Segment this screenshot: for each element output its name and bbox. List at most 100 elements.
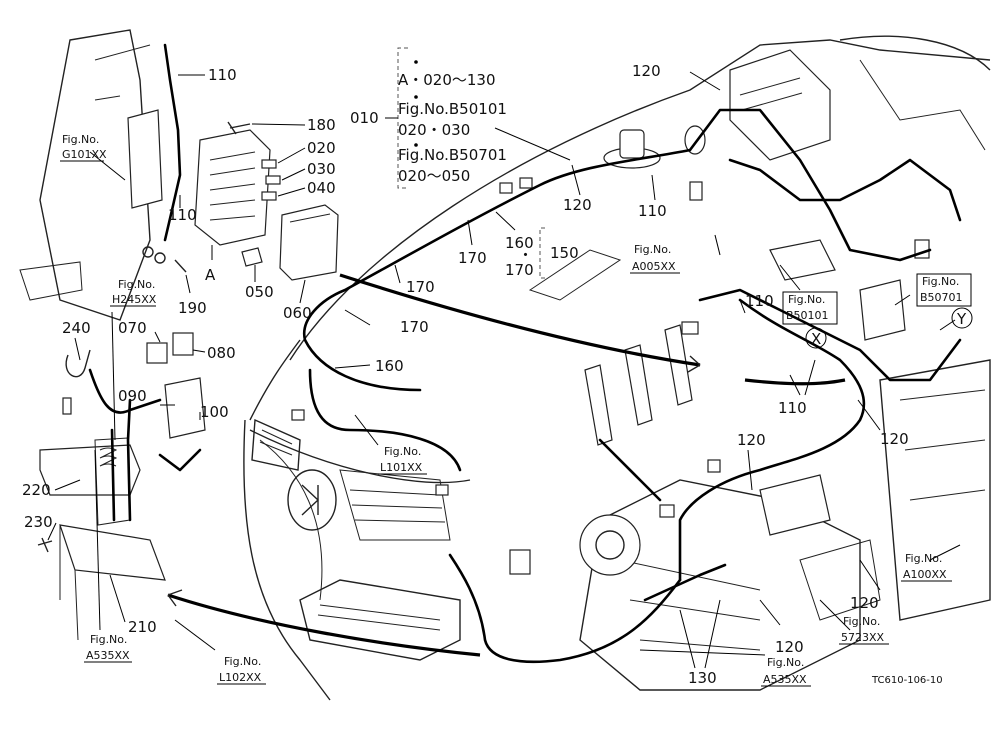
figref-5723-line1: Fig.No. (843, 615, 880, 628)
ground-terminal-2 (154, 252, 166, 264)
figref-g101-line1: Fig.No. (62, 133, 99, 146)
marker-x-circle (805, 327, 827, 349)
leader-120e (859, 559, 881, 591)
figref-a005-line1: Fig.No. (634, 243, 671, 256)
engine-block (579, 479, 861, 691)
drawing-code: TC610-106-10 (871, 675, 943, 686)
starter-motor (759, 474, 831, 536)
left-frame-lines (94, 44, 151, 101)
components (37, 49, 930, 641)
headlight-left (251, 418, 301, 471)
callout-arrows (167, 273, 846, 657)
label-170-d: 170 (400, 318, 429, 336)
label-050: 050 (245, 283, 274, 301)
leader-b50101 (779, 264, 801, 291)
figref-a100-line2: A100XX (903, 568, 947, 581)
figref-l101: Fig.No. L101XX (378, 445, 427, 475)
label-230: 230 (24, 513, 53, 531)
label-160-a: 160 (505, 234, 534, 252)
leader-note-a (494, 127, 571, 161)
leader-210 (109, 574, 126, 623)
leader-b50701 (894, 294, 911, 306)
ecu-module (729, 49, 831, 161)
label-marker-y: Y (956, 310, 967, 328)
figref-a535-bottom: Fig.No. A535XX (761, 656, 811, 687)
leader-g101 (89, 151, 126, 181)
label-120-d: 120 (737, 431, 766, 449)
label-sub-a: A (205, 266, 216, 284)
part-number-labels: 110 180 020 030 040 110 A 190 050 060 24… (22, 62, 967, 687)
leader-l101 (354, 414, 379, 446)
figref-l101-line2: L101XX (380, 461, 423, 474)
right-frame (879, 359, 991, 621)
harness-ecu-run (688, 108, 932, 262)
wire-harness (88, 43, 962, 664)
connector-d (435, 484, 449, 496)
filler-cap (619, 129, 645, 159)
injector-2 (624, 344, 653, 426)
harness-right-run (698, 288, 962, 382)
label-080: 080 (207, 344, 236, 362)
leader-120d (747, 449, 753, 491)
figref-b50101: Fig.No. B50101 (782, 291, 838, 325)
connector-a (499, 182, 513, 194)
leader-170d (344, 309, 371, 326)
harness-ground-strap (643, 563, 727, 602)
injector-1 (584, 364, 613, 446)
leader-190 (185, 274, 191, 294)
label-110-e: 110 (778, 399, 807, 417)
figref-a005-line2: A005XX (632, 260, 676, 273)
grille-mesh-lines (349, 489, 446, 523)
fuse-cover-060 (279, 204, 339, 281)
connector-f (689, 181, 703, 201)
label-210: 210 (128, 618, 157, 636)
figref-5723-line2: 5723XX (841, 631, 885, 644)
clamp-240-plug (62, 397, 72, 415)
harness-left-lower (110, 398, 132, 522)
bracket-210-legs (59, 525, 79, 641)
machine-outlines (19, 29, 991, 701)
connector-c (291, 409, 305, 421)
leader-120a (689, 71, 721, 91)
front-emblem (287, 469, 337, 531)
label-160-170-sep: ・ (518, 246, 533, 264)
grille-left-edge (243, 419, 331, 701)
figref-g101-line2: G101XX (62, 148, 107, 161)
connector-b (519, 177, 533, 189)
leader-110d (739, 299, 746, 314)
label-070: 070 (118, 319, 147, 337)
figref-5723: Fig.No. 5723XX (839, 615, 889, 645)
figref-b50701: Fig.No. B50701 (916, 273, 972, 307)
clamp-240 (65, 349, 91, 378)
label-100: 100 (200, 403, 229, 421)
figref-g101: Fig.No. G101XX (60, 133, 107, 162)
figure-references: Fig.No. G101XX Fig.No. H245XX Fig.No. A5… (60, 133, 972, 687)
leader-170a (467, 219, 473, 246)
label-150: 150 (550, 244, 579, 262)
label-120-b: 120 (563, 196, 592, 214)
note-bullet-2 (414, 95, 418, 99)
leader-130 (679, 599, 721, 669)
right-frame-lines (899, 389, 986, 501)
harness-main-hood (302, 148, 692, 392)
engine-ribs (619, 559, 761, 651)
panel-bracket (127, 109, 163, 209)
note-bullet-1 (414, 60, 418, 64)
label-170-b: 170 (406, 278, 435, 296)
leader-a535-left (94, 449, 101, 631)
bolt-230 (37, 537, 53, 553)
leader-240 (74, 337, 81, 361)
figref-b50701-line1: Fig.No. (922, 275, 959, 288)
arrow-to-x (744, 378, 846, 386)
connector-h (707, 459, 721, 473)
bracket-210 (59, 524, 166, 581)
leader-a535-bottom (639, 649, 766, 656)
alternator (579, 514, 641, 576)
figref-h245: Fig.No. H245XX (110, 278, 157, 307)
label-060: 060 (283, 304, 312, 322)
harness-left-panel (163, 43, 182, 242)
front-grille-mesh (339, 469, 451, 541)
leader-160b (334, 364, 371, 369)
figref-a100-line1: Fig.No. (905, 552, 942, 565)
leader-040 (277, 187, 306, 197)
